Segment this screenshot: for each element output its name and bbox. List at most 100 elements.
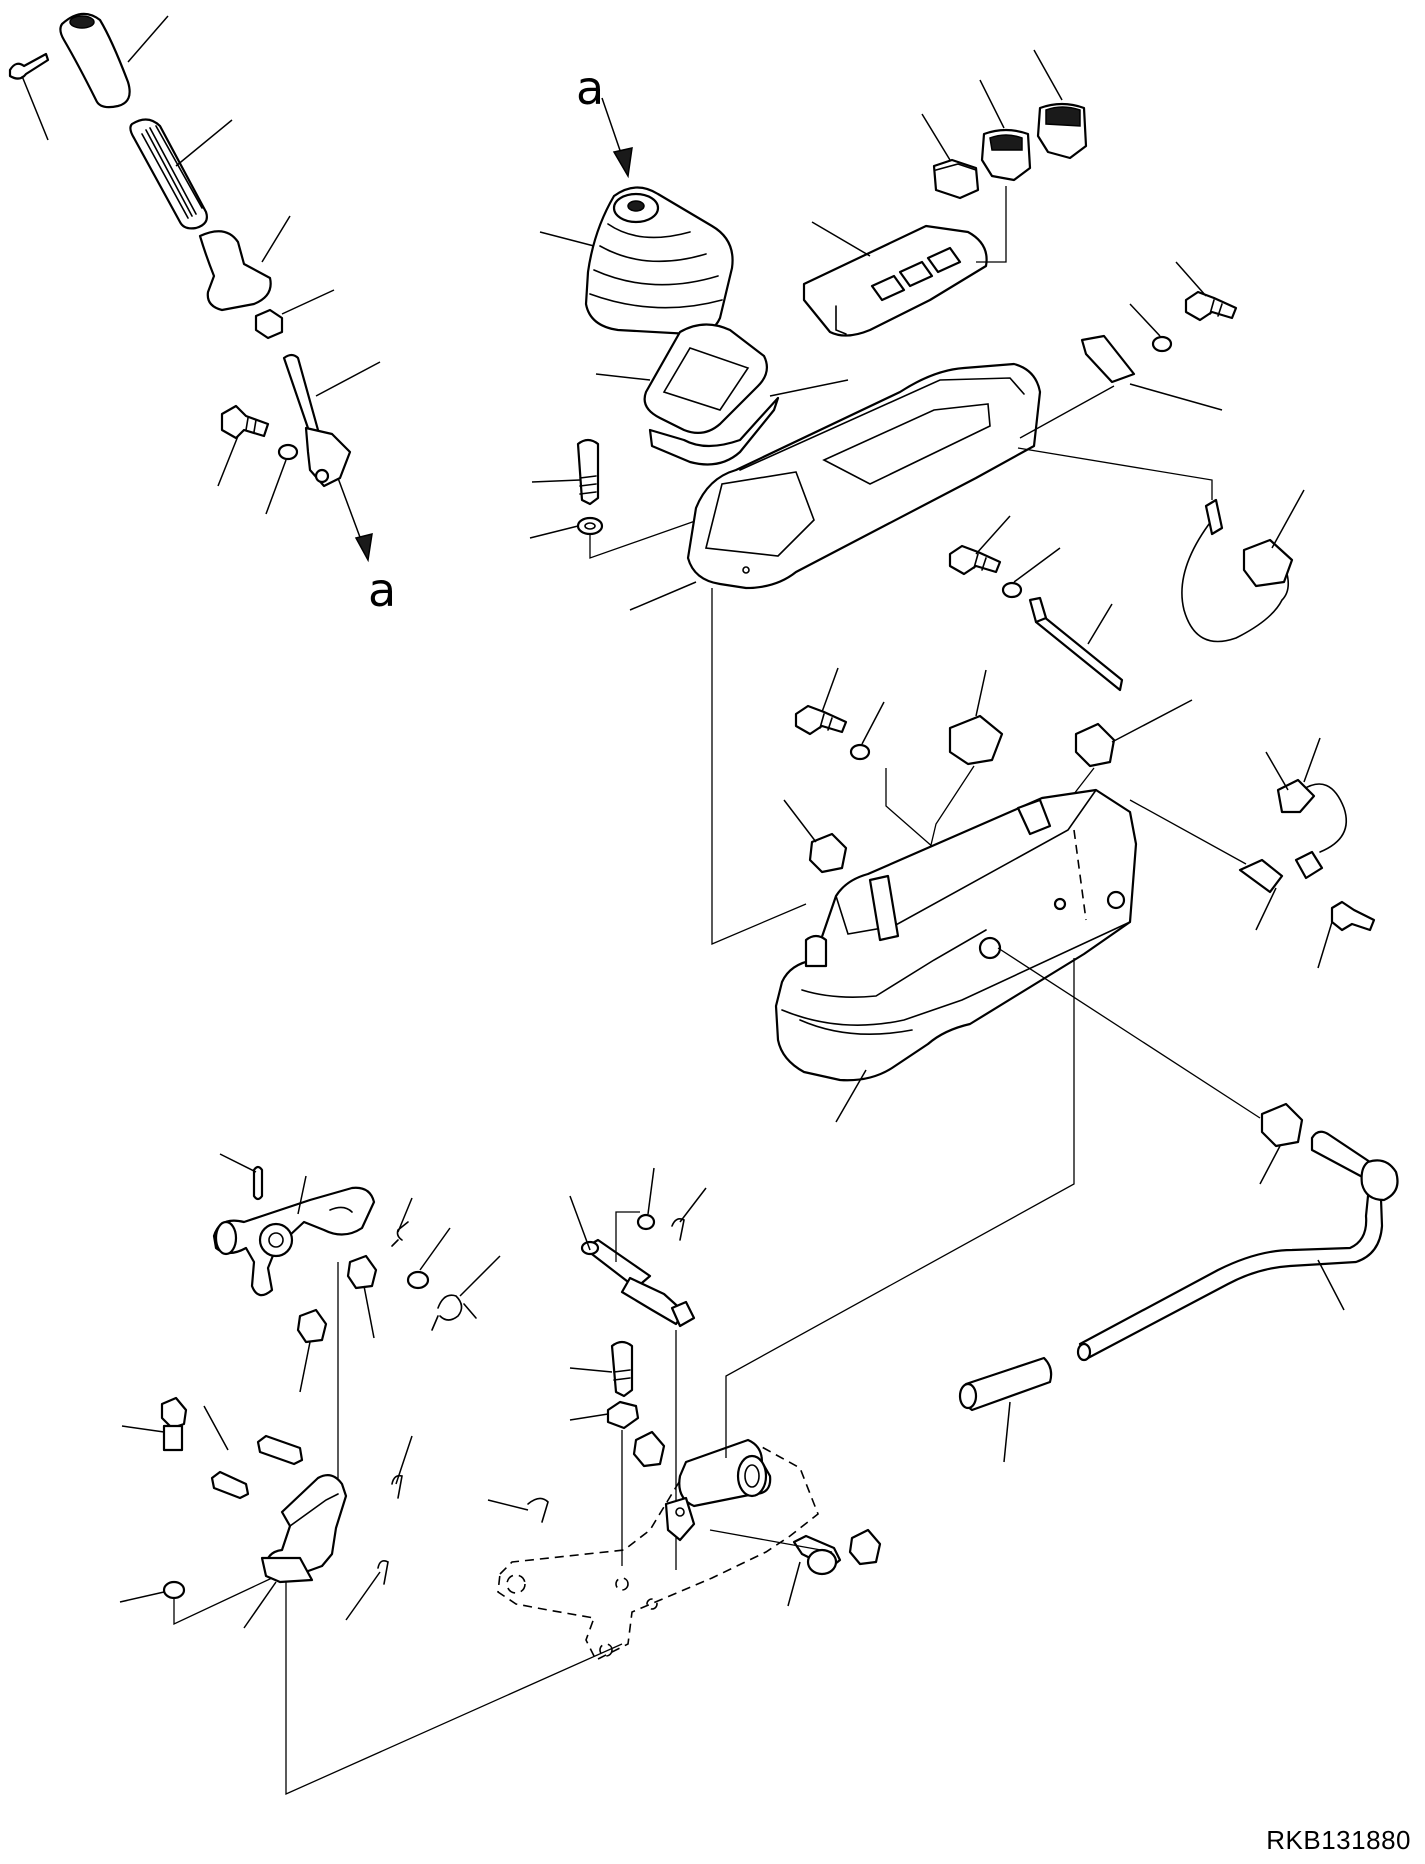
- base-pivot-bore: [744, 1464, 760, 1488]
- switches-group: [921, 49, 1088, 263]
- leader-linkage-bushing-2: [299, 1341, 311, 1393]
- harness-plug: [1204, 498, 1224, 536]
- bracket-bolt-thread: [1209, 299, 1223, 317]
- linkage-bushing-2: [296, 1308, 328, 1344]
- arrow-a-down-head: [354, 532, 373, 563]
- bracket-pin-1: [256, 1434, 304, 1466]
- harness-top-group: [1017, 447, 1305, 643]
- base-pin-head: [806, 1548, 838, 1576]
- leader-switch-middle: [979, 79, 1005, 129]
- console-box-lip: [799, 1019, 913, 1036]
- console-washer-upper: [1001, 581, 1023, 599]
- base-plate-group: [487, 958, 1075, 1662]
- lever-knob: [59, 12, 131, 109]
- handle-lever: [1078, 1170, 1384, 1360]
- leader-linkage-bracket: [243, 1581, 277, 1629]
- base-clevis: [664, 1496, 696, 1542]
- console-box-hole-2: [1106, 890, 1126, 910]
- linkage-bushing-1: [346, 1254, 378, 1290]
- leader-console-box-bushing: [783, 799, 817, 843]
- bracket-washer: [1151, 335, 1173, 353]
- leader-damper-cotter: [679, 1187, 707, 1223]
- console-box-edge: [781, 921, 1131, 1026]
- console-washer-mid: [849, 743, 871, 761]
- switch-slot-1: [870, 274, 906, 302]
- boot-pleat-3: [593, 269, 719, 286]
- bracket-pin-2: [210, 1470, 250, 1500]
- console-box-group: [711, 588, 1138, 1123]
- leader-linkage-bushing-1: [363, 1285, 375, 1339]
- leader-bracket-bolt-left: [121, 1425, 165, 1433]
- leader-harness-right-connector: [1265, 751, 1289, 791]
- damper-washer: [636, 1213, 656, 1231]
- bracket-washer-left: [162, 1580, 186, 1600]
- base-plate-hole-2: [615, 1577, 629, 1591]
- switch-small-face: [935, 163, 977, 171]
- leader-console-bushing-upper: [1111, 699, 1193, 743]
- lever-nut-group: [254, 289, 335, 340]
- lever-bolt: [220, 404, 270, 440]
- conn-harness-right-box: [1129, 799, 1247, 865]
- console-box-hole-1: [978, 936, 1002, 960]
- leader-base-plate-cotter: [487, 1499, 529, 1511]
- base-plate-hole-3: [646, 1598, 658, 1610]
- console-cover: [686, 362, 1042, 590]
- leader-cover-washer: [529, 525, 579, 539]
- switch-right-face: [1045, 106, 1081, 127]
- base-nut: [606, 1400, 640, 1430]
- cover-rim: [739, 377, 1025, 471]
- leader-console-bolt-upper: [975, 515, 1011, 555]
- leader-bracket-washer-left: [119, 1591, 165, 1603]
- bracket-bolt-left: [160, 1396, 188, 1430]
- boot-pleat-2: [599, 245, 707, 263]
- leader-rod: [315, 361, 381, 397]
- bracket-bolt: [1184, 290, 1238, 322]
- conn-bracket-cover: [1019, 385, 1115, 439]
- leader-linkage-cotter-1: [397, 1197, 413, 1233]
- grip-ribs: [141, 125, 203, 219]
- harness-cable: [1181, 519, 1290, 643]
- leader-linkage-pin: [219, 1153, 257, 1173]
- base-right-bushing: [848, 1528, 882, 1566]
- grip-boot: [198, 230, 272, 312]
- conn-box-base: [725, 958, 1075, 1458]
- lower-linkage-group: [212, 1153, 501, 1500]
- leader-base-nut: [569, 1413, 609, 1421]
- linkage-arm-collar: [214, 1220, 238, 1256]
- leader-boot-main: [539, 231, 595, 247]
- leader-harness-right-bolt: [1317, 921, 1333, 969]
- leader-base-bolt: [569, 1367, 613, 1373]
- leader-knob: [127, 15, 169, 63]
- console-cover-group: [629, 362, 1042, 611]
- base-pivot-end: [736, 1454, 768, 1498]
- leader-console-box: [835, 1069, 867, 1123]
- linkage-damper-group: [569, 1167, 707, 1570]
- lever-knob-group: [8, 12, 169, 141]
- base-plate-cotter: [527, 1497, 549, 1523]
- leader-handle-lever: [1317, 1259, 1345, 1311]
- bolt-thread: [245, 417, 257, 433]
- switch-panel-group: [802, 221, 988, 337]
- console-mid-fasteners: [794, 667, 1193, 867]
- leader-bracket-cotter-2: [345, 1571, 381, 1621]
- lever-boot-group: [198, 215, 291, 312]
- console-box-floor: [801, 929, 987, 998]
- base-bolt-thread: [613, 1369, 631, 1381]
- console-bolt-mid: [794, 704, 848, 736]
- knob-screw: [8, 52, 50, 80]
- damper-body: [620, 1276, 686, 1326]
- base-plate-hole-1: [506, 1574, 526, 1594]
- grip-sleeve-end: [958, 1382, 978, 1410]
- drawing-code: RKB131880: [1266, 1825, 1411, 1855]
- console-box-tab: [868, 874, 900, 942]
- cover-bracket-group: [1019, 261, 1238, 439]
- leader-lever-washer: [265, 459, 287, 515]
- cover-washer-hole: [584, 522, 596, 530]
- leader-console-bolt-mid: [821, 667, 839, 713]
- knob-button: [69, 15, 95, 29]
- base-bushing: [632, 1430, 666, 1468]
- conn-bracket-base: [285, 1582, 623, 1796]
- leader-bracket-washer: [1129, 303, 1161, 337]
- conn-cover-box: [711, 588, 807, 945]
- linkage-arm-boss: [258, 1222, 294, 1258]
